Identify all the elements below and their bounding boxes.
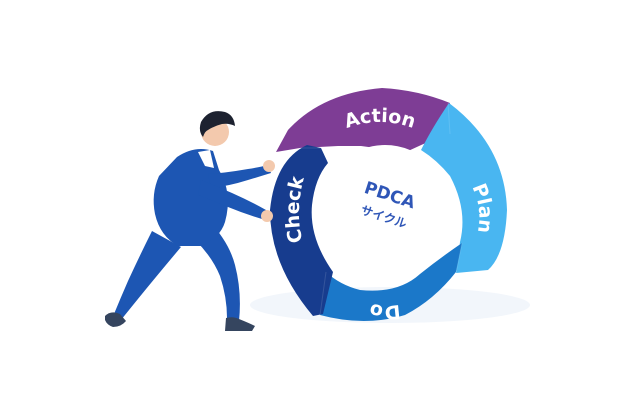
separator-line xyxy=(447,102,451,135)
front-hand xyxy=(261,210,273,222)
shirt-collar xyxy=(198,150,214,168)
check-segment xyxy=(270,145,333,316)
front-arm xyxy=(198,180,266,219)
back-hand xyxy=(263,160,275,172)
do-segment xyxy=(320,243,462,321)
action-segment xyxy=(276,88,450,155)
back-leg xyxy=(114,231,181,320)
separator-line xyxy=(455,242,463,274)
plan-segment xyxy=(421,103,507,273)
front-shoe xyxy=(225,317,255,331)
front-leg xyxy=(180,221,240,321)
torso xyxy=(153,149,228,246)
center-circle xyxy=(320,145,450,275)
hair xyxy=(199,111,235,137)
businessman-pushing-icon xyxy=(105,111,275,331)
back-arm xyxy=(208,165,271,188)
separator-line xyxy=(319,271,327,316)
back-shoe xyxy=(105,312,126,327)
